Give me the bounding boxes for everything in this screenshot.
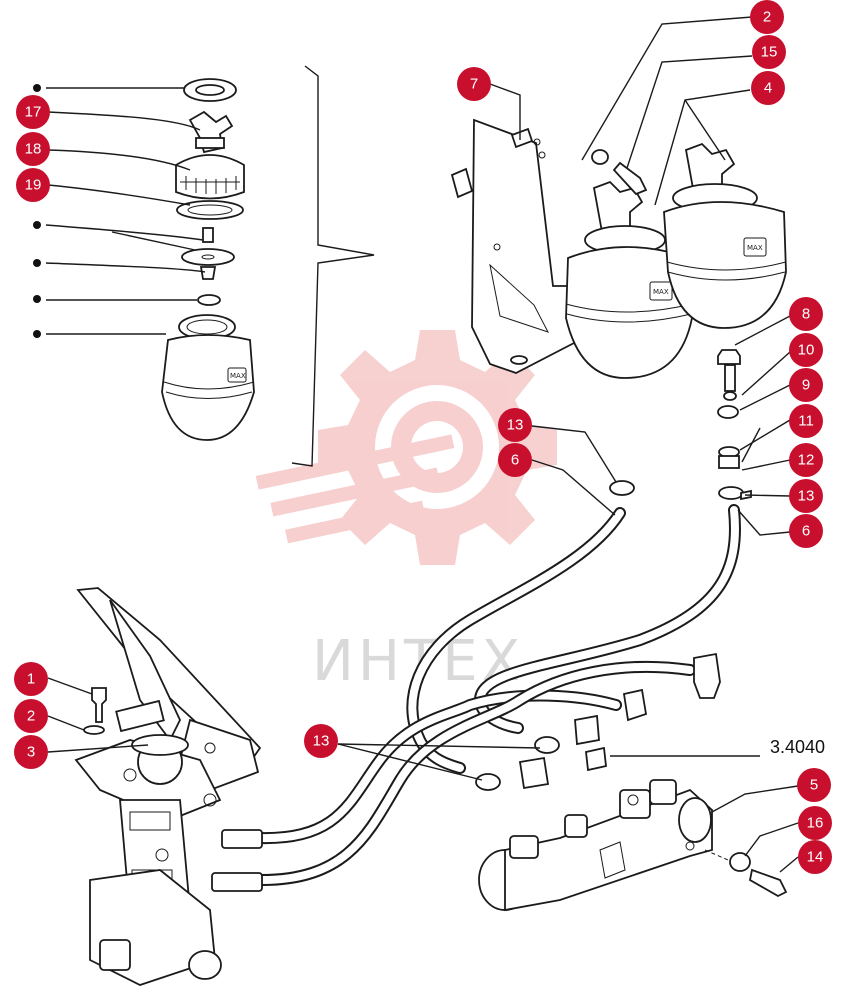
svg-text:1: 1	[27, 671, 35, 688]
bullet-tank	[33, 330, 41, 338]
dashed-axis	[704, 849, 729, 861]
bullet-washer	[33, 84, 41, 92]
callout-badge-4: 4	[751, 71, 785, 105]
bullet-pin	[33, 221, 41, 229]
svg-text:10: 10	[798, 342, 815, 359]
svg-text:12: 12	[798, 452, 815, 469]
callout-badge-5: 5	[797, 768, 831, 802]
callout-leaders	[47, 16, 799, 873]
callout-badge-18: 18	[16, 132, 50, 166]
bullet-ring	[33, 295, 41, 303]
svg-text:8: 8	[802, 306, 810, 323]
svg-text:4: 4	[764, 80, 772, 97]
svg-text:9: 9	[802, 377, 810, 394]
svg-text:13: 13	[507, 417, 524, 434]
callout-badge-10: 10	[789, 333, 823, 367]
callout-badge-2-left: 2	[14, 699, 48, 733]
nut-2	[591, 149, 609, 165]
tank-marking-left: MAX	[653, 288, 669, 296]
reservoir-bracket-7	[450, 118, 575, 374]
svg-text:6: 6	[511, 452, 519, 469]
callout-badge-13-low: 13	[304, 724, 338, 758]
callout-badge-13-mid: 13	[498, 408, 532, 442]
svg-text:6: 6	[802, 523, 810, 540]
leaders-top-left	[45, 87, 206, 335]
svg-text:19: 19	[25, 177, 42, 194]
svg-text:2: 2	[763, 9, 771, 26]
clutch-pedal-assembly	[74, 587, 262, 986]
svg-text:11: 11	[798, 413, 814, 430]
svg-text:14: 14	[807, 849, 824, 866]
callout-badge-16: 16	[798, 806, 832, 840]
bolt-1	[91, 687, 107, 723]
bracket-sign	[291, 65, 375, 467]
callout-badge-14: 14	[798, 840, 832, 874]
svg-text:7: 7	[470, 76, 478, 93]
svg-text:2: 2	[27, 708, 35, 725]
callout-badge-2: 2	[750, 0, 784, 34]
callout-badge-12: 12	[789, 443, 823, 477]
reservoir-tank-right: MAX	[663, 142, 787, 329]
svg-text:18: 18	[25, 141, 42, 158]
bolt-15	[612, 161, 648, 196]
bolt-14	[748, 868, 788, 898]
brake-hoses	[254, 504, 741, 886]
reservoir-exploded-view: MAX	[161, 78, 255, 441]
washer-16	[729, 852, 751, 872]
svg-text:16: 16	[807, 815, 824, 832]
master-cylinder-5	[478, 779, 713, 912]
callout-badge-6-right: 6	[789, 514, 823, 548]
reference-code: 3.4040	[770, 737, 825, 757]
svg-text:13: 13	[798, 488, 815, 505]
tank-marking-small: MAX	[230, 372, 246, 380]
tank-marking-right: MAX	[747, 244, 763, 252]
hose-connectors	[211, 652, 721, 892]
svg-text:5: 5	[810, 777, 818, 794]
callout-badge-17: 17	[16, 95, 50, 129]
callout-badge-19: 19	[16, 168, 50, 202]
svg-text:15: 15	[761, 44, 778, 61]
callout-badges: 2 15 4 7 8 10 9 11 12 13 6 13 6 17 18 19…	[14, 0, 832, 874]
callout-badge-3: 3	[14, 735, 48, 769]
hose-fittings-stack	[717, 349, 752, 501]
callout-badge-15: 15	[752, 35, 786, 69]
bullet-disc	[33, 259, 41, 267]
callout-badge-9: 9	[789, 368, 823, 402]
callout-badge-7: 7	[457, 67, 491, 101]
callout-badge-8: 8	[789, 297, 823, 331]
callout-badge-1: 1	[14, 662, 48, 696]
svg-text:3: 3	[27, 744, 35, 761]
svg-text:17: 17	[25, 104, 42, 121]
reservoir-tank-left: MAX	[565, 180, 693, 379]
callout-badge-13-right: 13	[789, 479, 823, 513]
clamp-13-mid	[609, 480, 635, 496]
callout-badge-6-mid: 6	[498, 443, 532, 477]
bullet-dots	[33, 84, 41, 338]
svg-text:13: 13	[313, 733, 330, 750]
intech-gear-watermark	[255, 330, 557, 565]
washer-2-left	[83, 725, 105, 735]
callout-badge-11: 11	[789, 404, 823, 438]
